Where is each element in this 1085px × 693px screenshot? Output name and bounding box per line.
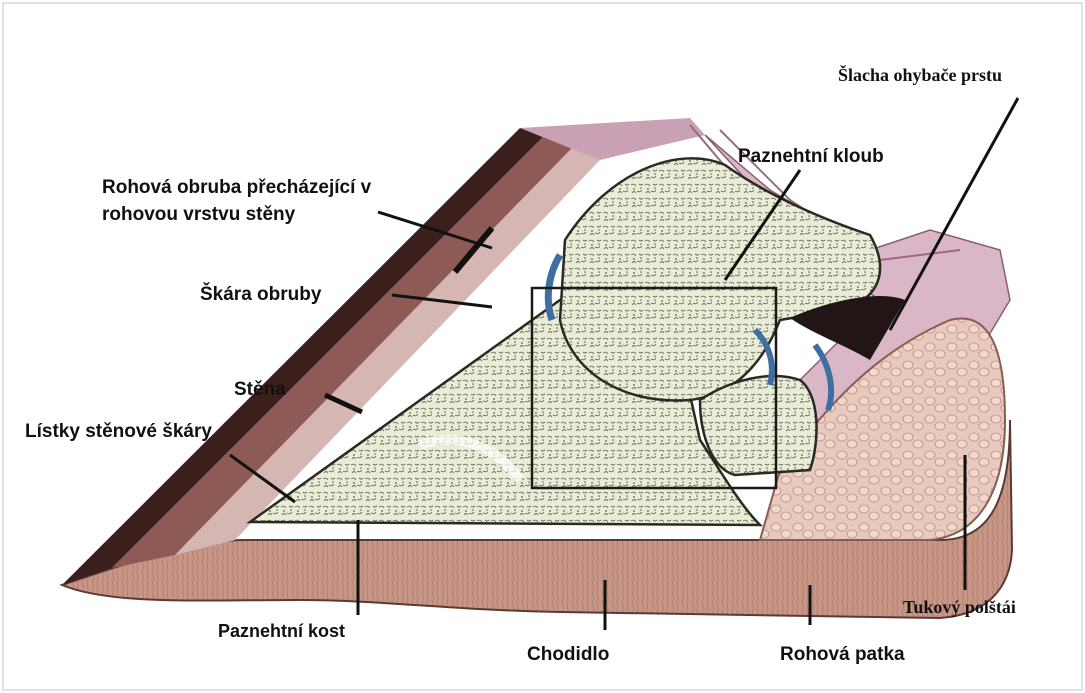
- label-tukovy-polstar: Tukový polštái: [903, 596, 1016, 619]
- label-skara-obruby: Škára obruby: [200, 283, 321, 307]
- label-rohova-obruba-line1: Rohová obruba přecházející v: [102, 176, 371, 200]
- navicular-bone: [700, 376, 817, 475]
- label-slacha-ohybace-prstu: Šlacha ohybače prstu: [838, 64, 1002, 87]
- label-listky-stenove-skary: Lístky stěnové škáry: [25, 420, 212, 444]
- label-paznehtni-kloub: Paznehtní kloub: [738, 145, 884, 169]
- label-rohova-obruba-line2: rohovou vrstvu stěny: [102, 203, 295, 227]
- label-rohova-patka: Rohová patka: [780, 643, 905, 667]
- label-paznehtni-kost: Paznehtní kost: [218, 620, 345, 643]
- label-stena: Stěna: [234, 378, 286, 402]
- label-chodidlo: Chodidlo: [527, 643, 609, 667]
